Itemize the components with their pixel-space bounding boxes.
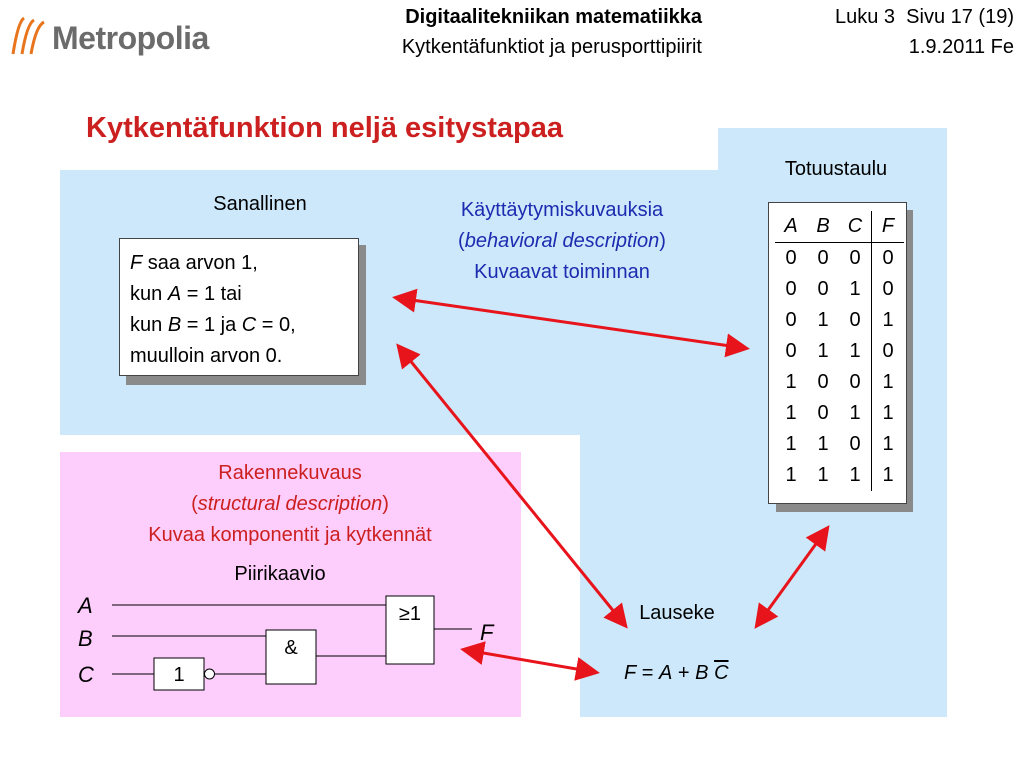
- structural-line-1: Rakennekuvaus: [218, 462, 362, 484]
- and-gate-label: &: [284, 637, 298, 659]
- expression-label: Lauseke: [639, 602, 715, 624]
- inverter-bubble-icon: [204, 668, 215, 680]
- metropolia-logo-icon: [10, 14, 50, 58]
- structural-line-2: (structural description): [191, 493, 389, 515]
- arrow-verbal-truthtable: [392, 288, 750, 358]
- slide-title: Kytkentäfunktion neljä esitystapaa: [86, 112, 564, 144]
- structural-description: Rakennekuvaus (structural description) K…: [80, 458, 500, 551]
- arrow-verbal-expression: [396, 343, 628, 629]
- arrow-circuit-expression: [460, 641, 600, 681]
- course-title: Digitaalitekniikan matematiikka: [405, 6, 702, 28]
- input-b-label: B: [78, 626, 93, 651]
- diagram-label: Piirikaavio: [234, 563, 326, 585]
- verbal-label: Sanallinen: [213, 193, 307, 215]
- header-a: A: [775, 211, 807, 243]
- behavioral-line-1: Käyttäytymiskuvauksia: [460, 199, 664, 221]
- c-complement: C: [714, 662, 729, 684]
- and-gate: [265, 629, 317, 685]
- boolean-expression: F = A + B C: [624, 662, 729, 684]
- behavioral-description: Käyttäytymiskuvauksia (behavioral descri…: [392, 195, 732, 288]
- behavioral-line-2: (behavioral description): [458, 230, 666, 252]
- verbal-line-1: F saa arvon 1,: [130, 252, 258, 274]
- verbal-line-2: kun A = 1 tai: [130, 283, 242, 305]
- truth-table-label: Totuustaulu: [784, 158, 888, 180]
- behavioral-line-3: Kuvaavat toiminnan: [474, 261, 650, 283]
- date-author: 1.9.2011 Fe: [908, 36, 1014, 58]
- header-b: B: [807, 211, 839, 243]
- not-gate-label: 1: [173, 664, 185, 686]
- verbal-line-4: muulloin arvon 0.: [130, 345, 283, 367]
- chapter-title: Kytkentäfunktiot ja perusporttipiirit: [401, 36, 702, 58]
- header-c: C: [839, 211, 872, 243]
- structural-line-3: Kuvaa komponentit ja kytkennät: [148, 524, 432, 546]
- arrow-truthtable-expression: [754, 525, 830, 629]
- header-f: F: [871, 211, 904, 243]
- page-info: Luku 3 Sivu 17 (19): [835, 6, 1014, 28]
- truth-table-header-row: A B C F: [775, 211, 904, 243]
- verbal-description-box: F saa arvon 1, kun A = 1 tai kun B = 1 j…: [119, 238, 359, 376]
- verbal-line-3: kun B = 1 ja C = 0,: [130, 314, 296, 336]
- input-c-label: C: [78, 662, 94, 687]
- logo-text: Metropolia: [52, 20, 209, 56]
- input-a-label: A: [78, 593, 93, 618]
